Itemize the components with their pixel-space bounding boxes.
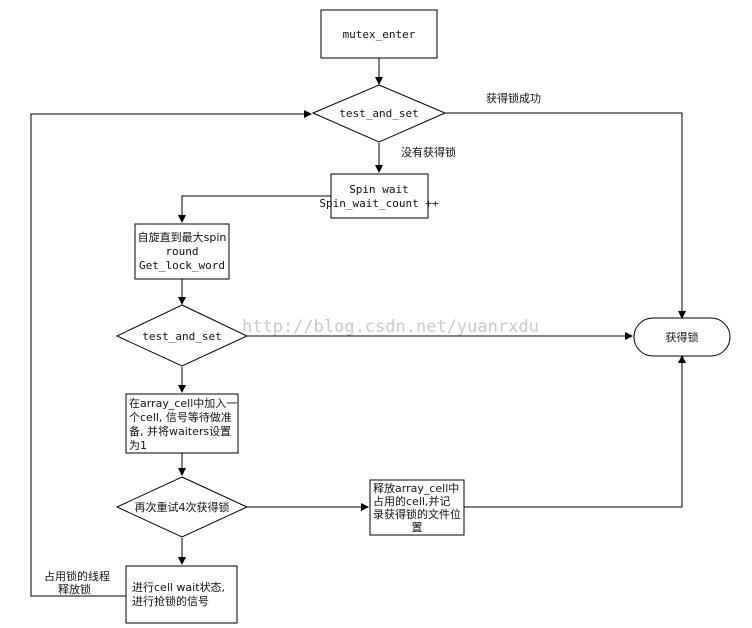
edge-label-success: 获得锁成功	[486, 91, 541, 105]
node-release-line1: 释放array_cell中	[373, 481, 459, 495]
arrow-spin-to-round	[178, 195, 331, 223]
node-test-and-set-2-label: test_and_set	[142, 330, 221, 343]
node-array-cell-line1: 在array_cell中加入一	[129, 397, 237, 410]
node-array-cell-line2: 个cell, 信号等待做准	[129, 410, 232, 424]
node-spin-round-line3: Get_lock_word	[139, 259, 225, 272]
node-spin-round-line1: 自旋直到最大spin	[138, 230, 227, 244]
watermark: http://blog.csdn.net/yuanrxdu	[242, 317, 539, 337]
node-release: 释放array_cell中 占用的cell,并记 录获得锁的文件位 置	[369, 479, 465, 536]
node-test-and-set-2: test_and_set	[115, 304, 249, 367]
node-cell-wait-line2: 进行抢锁的信号	[132, 594, 209, 608]
node-spin-round: 自旋直到最大spin round Get_lock_word	[134, 223, 230, 280]
arrow-wait-loop-back	[30, 110, 312, 597]
node-release-line2: 占用的cell,并记	[373, 494, 450, 508]
node-spin-wait-line2: Spin_wait_count ++	[319, 197, 439, 210]
arrow-test1-success	[445, 112, 686, 319]
node-mutex-enter: mutex_enter	[320, 9, 438, 59]
node-retry-label: 再次重试4次获得锁	[135, 500, 230, 514]
node-test-and-set-1: test_and_set	[311, 84, 447, 143]
node-retry: 再次重试4次获得锁	[115, 476, 249, 538]
node-cell-wait-line1: 进行cell wait状态,	[132, 580, 225, 594]
connectors	[30, 58, 686, 597]
edge-label-holder-line2: 释放锁	[58, 582, 91, 596]
arrow-release-to-acquired	[464, 355, 686, 508]
node-spin-round-line2: round	[165, 245, 198, 258]
node-acquired: 获得锁	[633, 317, 731, 357]
edge-label-holder-line1: 占用锁的线程	[44, 569, 110, 583]
node-test-and-set-1-label: test_and_set	[339, 107, 418, 120]
node-spin-wait: Spin wait Spin_wait_count ++	[319, 173, 439, 219]
node-cell-wait: 进行cell wait状态, 进行抢锁的信号	[125, 565, 238, 624]
node-spin-wait-line1: Spin wait	[349, 183, 409, 196]
node-acquired-label: 获得锁	[666, 330, 699, 344]
node-array-cell-line3: 备, 并将waiters设置	[129, 424, 231, 438]
node-release-line3: 录获得锁的文件位	[373, 507, 461, 521]
node-array-cell-line4: 为1	[129, 439, 147, 452]
edge-label-not-acquired: 没有获得锁	[401, 145, 456, 159]
node-array-cell: 在array_cell中加入一 个cell, 信号等待做准 备, 并将waite…	[125, 393, 239, 454]
node-mutex-enter-label: mutex_enter	[343, 28, 416, 41]
node-release-line4: 置	[412, 521, 423, 534]
